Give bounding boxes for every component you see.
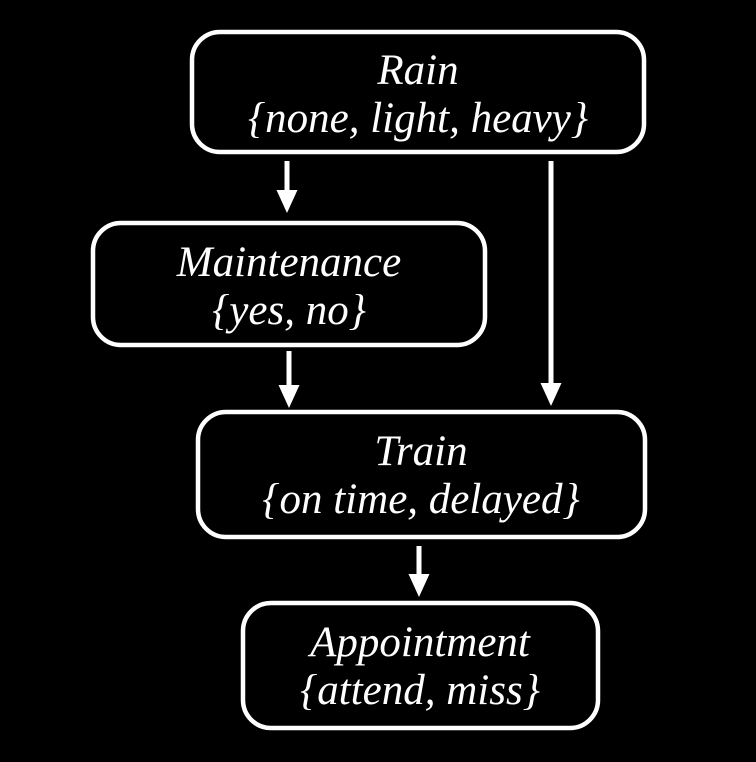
arrowhead-icon [540, 383, 562, 406]
node-appointment: Appointment {attend, miss} [240, 600, 601, 731]
node-appointment-box [240, 600, 601, 731]
edge-rain-to-train [540, 161, 562, 406]
arrowhead-icon [276, 190, 298, 213]
node-maintenance-box [90, 220, 488, 348]
node-train-values: {on time, delayed} [262, 476, 579, 523]
node-train-name: Train [374, 428, 467, 475]
edge-train-to-appointment [408, 546, 430, 597]
arrowhead-icon [278, 385, 300, 408]
node-appointment-name: Appointment [307, 619, 531, 666]
arrowhead-icon [408, 574, 430, 597]
node-maintenance-name: Maintenance [176, 239, 401, 286]
edge-maintenance-to-train [278, 351, 300, 408]
node-rain-values: {none, light, heavy} [248, 95, 588, 142]
node-rain: Rain {none, light, heavy} [189, 29, 647, 155]
node-appointment-values: {attend, miss} [300, 667, 540, 714]
node-rain-box [189, 29, 647, 155]
node-maintenance-values: {yes, no} [212, 287, 366, 334]
edge-rain-to-maintenance [276, 161, 298, 213]
node-train: Train {on time, delayed} [195, 409, 648, 540]
node-train-box [195, 409, 648, 540]
node-rain-name: Rain [376, 47, 458, 94]
node-maintenance: Maintenance {yes, no} [90, 220, 488, 348]
